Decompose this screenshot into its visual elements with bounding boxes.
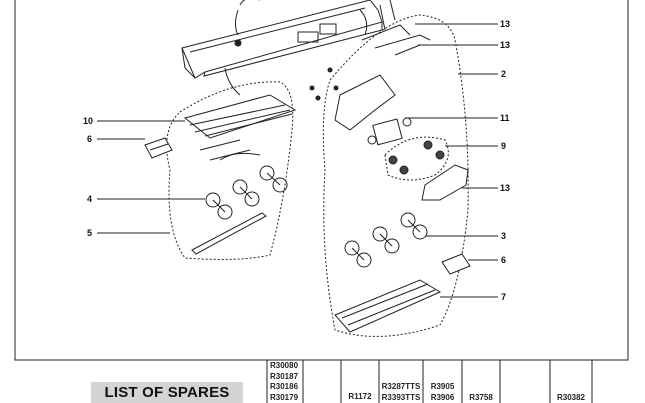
- spares-col-4: R3287TTS R3393TTS: [379, 360, 423, 403]
- callout-7: 7: [501, 292, 506, 302]
- callout-13b: 13: [500, 40, 510, 50]
- spares-col-5: R3905 R3906: [423, 360, 462, 403]
- motor-mount-part: [309, 67, 396, 131]
- callout-6: 6: [87, 134, 92, 144]
- group-outline-left: [166, 81, 294, 260]
- side-frame-part: [191, 212, 267, 255]
- part-number: R30187: [270, 371, 299, 381]
- spares-col-8: R30382: [550, 360, 592, 403]
- motor-part: [367, 117, 412, 146]
- contact-strips-part: [361, 24, 431, 56]
- frame-border: [14, 0, 629, 361]
- group-outline-gears: [384, 136, 449, 181]
- bogie-frame-part: [183, 94, 297, 161]
- part-number: R3905: [430, 382, 455, 391]
- bogie-end-part: [144, 137, 173, 159]
- callout-6b: 6: [501, 255, 506, 265]
- spares-col-6: R3758: [462, 360, 500, 403]
- chassis-body-part: [181, 0, 396, 96]
- callout-13c: 13: [500, 183, 510, 193]
- part-number: R3287TTS: [381, 382, 421, 391]
- part-number: R30382: [556, 392, 586, 402]
- wheelset-right: [344, 212, 428, 268]
- callout-5: 5: [87, 228, 92, 238]
- part-number: R30186: [270, 382, 299, 391]
- part-number: R3758: [469, 392, 493, 402]
- part-number: R3393TTS: [381, 392, 421, 402]
- gears-part: [388, 140, 445, 175]
- part-number: R1172: [348, 391, 372, 401]
- part-number: R30080: [270, 361, 299, 370]
- group-outline-right: [322, 14, 469, 337]
- wheelset-left: [205, 165, 288, 220]
- list-of-spares-title: LIST OF SPARES: [91, 382, 243, 403]
- callout-9: 9: [501, 141, 506, 151]
- bogie-end-right-part: [441, 253, 471, 275]
- gearbox-cover-part: [421, 164, 469, 201]
- spares-col-3: R1172: [341, 360, 379, 403]
- spares-col-1: R30080 R30187 R30186 R30179: [267, 360, 303, 403]
- callout-4: 4: [87, 194, 92, 204]
- part-number: R3906: [430, 392, 455, 402]
- leader-lines: [97, 23, 498, 298]
- callout-3: 3: [501, 231, 506, 241]
- callout-10: 10: [83, 116, 93, 126]
- spares-table-top: [266, 360, 593, 403]
- callout-13a: 13: [500, 19, 510, 29]
- callout-2: 2: [501, 69, 506, 79]
- bogie-frame-right-part: [334, 279, 442, 333]
- callout-11: 11: [500, 113, 510, 123]
- part-number: R30179: [270, 392, 299, 402]
